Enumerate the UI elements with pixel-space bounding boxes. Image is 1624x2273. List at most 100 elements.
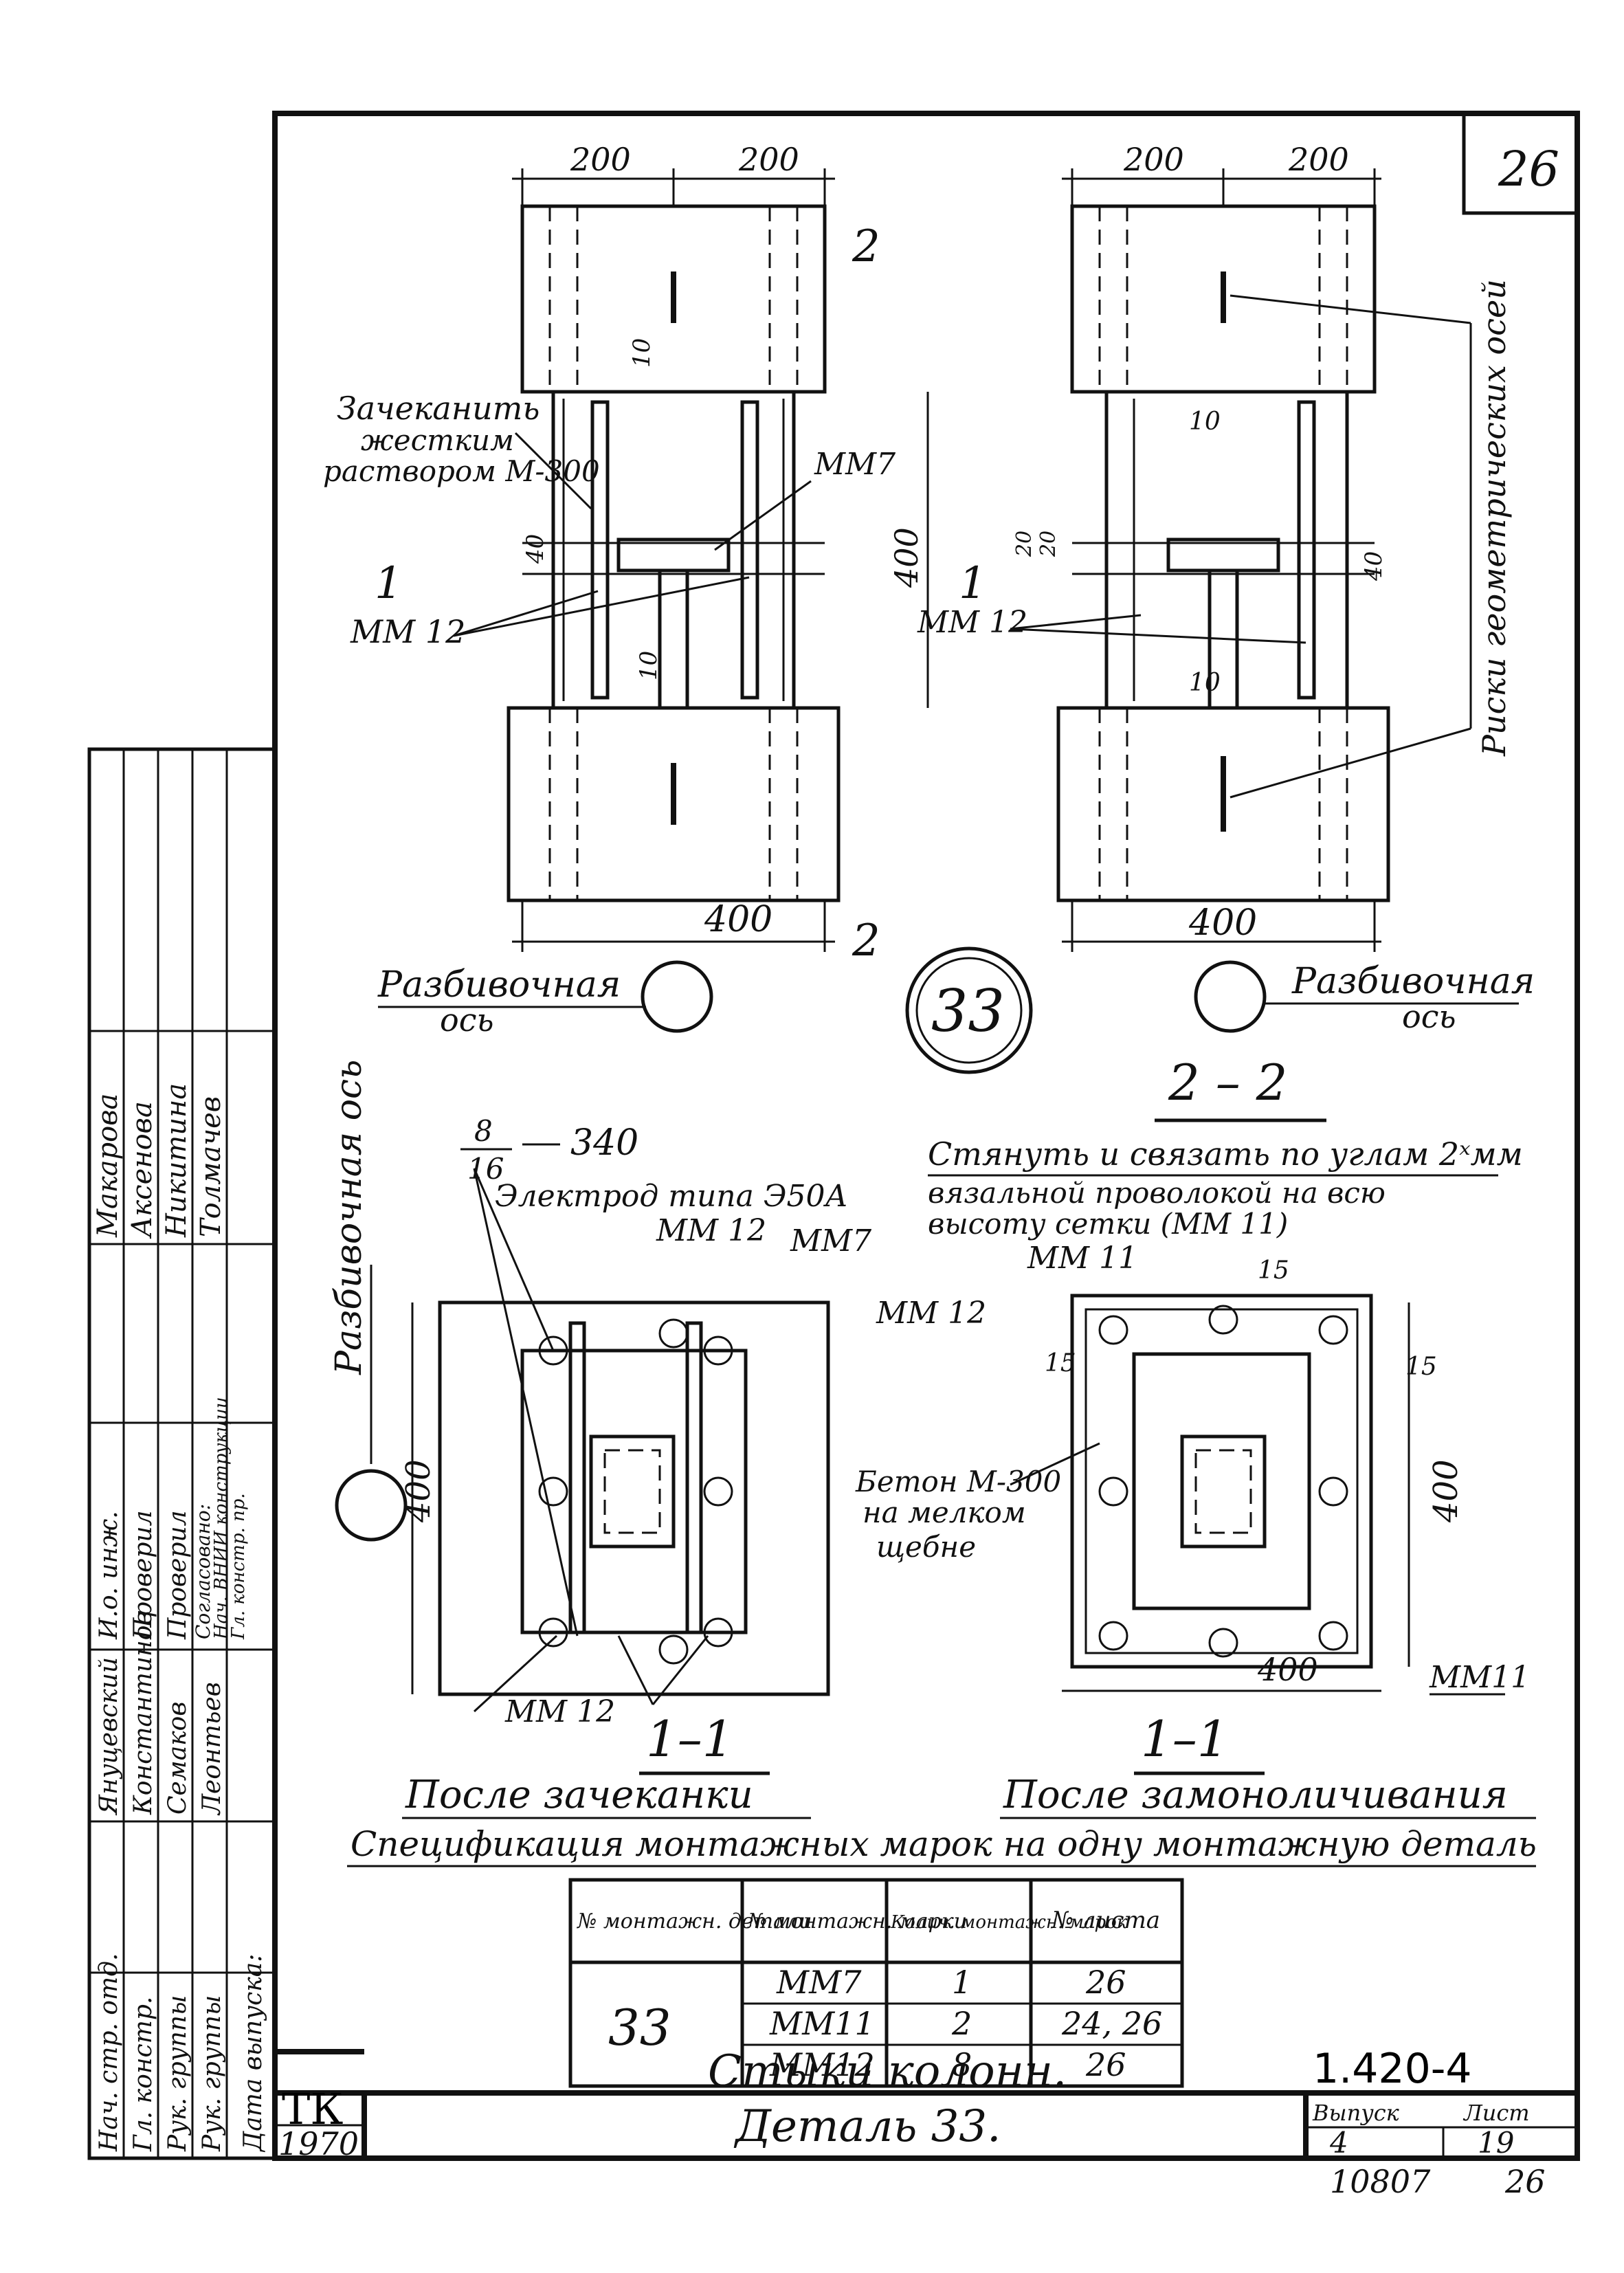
dim-400-bottom-left: 400: [704, 899, 772, 940]
spec-row-3-mark: ММ12: [769, 2046, 875, 2083]
dim-200-a: 200: [570, 141, 631, 178]
stamp-year: 1970: [278, 2125, 359, 2162]
stamp-issue: 4: [1329, 2126, 1348, 2160]
label-razb-right-1: Разбивочная: [1291, 961, 1535, 1002]
dim-10-bottom: 10: [635, 651, 663, 680]
label-concrete-1: Бетон М-300: [855, 1465, 1061, 1498]
stamp-bottom-left: 10807: [1330, 2163, 1431, 2200]
stamp-bottom-right: 26: [1504, 2163, 1546, 2200]
sig-agreed-1: Согласовано:: [192, 1504, 214, 1639]
label-mm12-top: ММ 12: [656, 1213, 766, 1248]
sig-role-2: Гл. констр.: [129, 1997, 157, 2152]
axis-circle-right: [1194, 960, 1267, 1033]
stamp-title-1: Стыки колонн.: [708, 2046, 1067, 2097]
dim-340: 340: [570, 1122, 638, 1164]
label-concrete-3: щебне: [876, 1530, 976, 1564]
dim-400-section-bottom: 400: [1257, 1651, 1318, 1688]
corner-sheet-number: 26: [1498, 141, 1559, 197]
sig-name-3: Семаков: [164, 1702, 192, 1815]
sig-name2-3: Никитина: [161, 1083, 192, 1238]
label-tie-3: высоту сетки (ММ 11): [928, 1207, 1288, 1241]
sig-role2-1: И.о. инж.: [95, 1511, 123, 1640]
stamp-issue-label: Выпуск: [1312, 2100, 1400, 2126]
dim-400-bottom-right: 400: [1188, 902, 1257, 944]
dim-20-r1: 20: [1012, 531, 1036, 557]
label-mm12-bottom: ММ 12: [504, 1694, 615, 1729]
corner-number-box: [1462, 113, 1577, 215]
specification-table: Спецификация монтажных марок на одну мон…: [347, 1824, 1537, 2088]
spec-row-1-sheet: 26: [1085, 1964, 1126, 2001]
spec-row-3-qty: 8: [952, 2046, 972, 2083]
title-block: ТК 1970 Стыки колонн. Деталь 33. 1.420-4…: [275, 2045, 1577, 2200]
badge-circle-outer: [905, 946, 1033, 1074]
dim-15-right: 15: [1405, 1353, 1437, 1381]
dim-10-r1: 10: [1189, 408, 1221, 436]
stamp-sheet-label: Лист: [1462, 2100, 1530, 2126]
section-mark-2-bottom: 2: [852, 916, 880, 966]
section-1-1-caulk: 8 16 340 Электрод типа Э50А ММ 12 ММ7 ММ…: [399, 1114, 986, 1819]
label-mm11-bottom: ММ11: [1429, 1660, 1530, 1695]
label-razb-vertical: Разбивочная ось: [329, 1060, 370, 1375]
spec-row-2-qty: 2: [951, 2005, 972, 2042]
sig-role2-3: Проверил: [164, 1510, 192, 1640]
label-after-mono: После замоноличивания: [1003, 1773, 1508, 1817]
dim-8: 8: [474, 1114, 493, 1148]
sig-name-4: Леонтьев: [198, 1682, 226, 1816]
label-mm7-top: ММ7: [790, 1223, 871, 1259]
dim-40-left: 40: [522, 534, 549, 564]
label-razb-left-1: Разбивочная: [377, 964, 621, 1006]
stamp-org: ТК: [282, 2084, 343, 2134]
label-mm12-side: ММ 12: [876, 1296, 986, 1331]
section-2-2-view: 200 200 400 10 10 20 20 40 ММ 12 Риски: [917, 141, 1513, 1122]
badge-circle-inner: [915, 957, 1023, 1064]
sig-role-1: Нач. стр. отд.: [95, 1953, 123, 2152]
spec-row-1-mark: ММ7: [776, 1964, 862, 2001]
spec-header-1: № монтажн. детали: [576, 1909, 812, 1933]
dim-400-vertical-left: 400: [888, 527, 925, 588]
sig-name2-4: Толмачев: [195, 1096, 227, 1237]
section-label-1-1-left: 1–1: [646, 1710, 734, 1768]
spec-row-1-qty: 1: [952, 1964, 972, 2001]
label-tie-2: вязальной проволокой на всю: [928, 1176, 1386, 1210]
dim-10-r2: 10: [1189, 669, 1221, 697]
spec-row-3-sheet: 26: [1085, 2046, 1126, 2083]
label-mm12-right: ММ 12: [917, 605, 1027, 640]
spec-row-2-sheet: 24, 26: [1061, 2005, 1162, 2042]
sig-role-4: Рук. группы: [198, 1995, 226, 2152]
spec-detail-number: 33: [608, 1999, 671, 2056]
label-mm7-left: ММ7: [814, 447, 896, 482]
sig-name-1: Януцевский: [95, 1657, 123, 1816]
dim-40-right: 40: [1360, 551, 1388, 581]
dim-15-top: 15: [1258, 1256, 1289, 1285]
dim-200-d: 200: [1288, 141, 1349, 178]
dim-10-top: 10: [628, 338, 656, 368]
label-after-caulk: После зачеканки: [405, 1773, 753, 1817]
elevation-view-left: 200 200 400 400 10 10 40: [323, 141, 987, 966]
stamp-title-2: Деталь 33.: [733, 2101, 1001, 2152]
section-mark-1-right: 1: [959, 558, 987, 609]
spec-title: Спецификация монтажных марок на одну мон…: [351, 1824, 1537, 1864]
sig-role-3: Рук. группы: [164, 1995, 192, 2152]
sig-name-2: Константинов: [129, 1611, 157, 1815]
label-concrete-2: на мелком: [863, 1496, 1026, 1529]
sig-name2-2: Аксенова: [126, 1101, 158, 1239]
spec-header-3: Колич. монтажн. марок: [890, 1912, 1128, 1933]
label-caulk-2: жестким: [361, 423, 514, 457]
sig-agreed-3: Гл. констр. пр.: [228, 1493, 249, 1640]
label-caulk-3: раствором М-300: [323, 454, 600, 488]
dim-400-section-right: 400: [1427, 1459, 1465, 1523]
label-electrode: Электрод типа Э50А: [495, 1179, 848, 1214]
section-mark-2-top: 2: [852, 221, 880, 272]
dim-200-c: 200: [1123, 141, 1184, 178]
section-label-2-2: 2 – 2: [1168, 1054, 1287, 1111]
section-1-1-mono: Стянуть и связать по углам 2ˣмм вязально…: [855, 1135, 1536, 1819]
sig-role2-2: Проверил: [129, 1510, 157, 1640]
section-label-1-1-right: 1–1: [1141, 1710, 1229, 1768]
label-mm11-top: ММ 11: [1027, 1241, 1137, 1276]
sig-name2-1: Макарова: [92, 1094, 124, 1238]
label-mm12-left: ММ 12: [350, 613, 465, 650]
section-mark-1-left: 1: [375, 558, 403, 609]
signature-strip: Нач. стр. отд. Гл. констр. Рук. группы Р…: [87, 747, 277, 2160]
dim-20-r2: 20: [1036, 531, 1060, 557]
